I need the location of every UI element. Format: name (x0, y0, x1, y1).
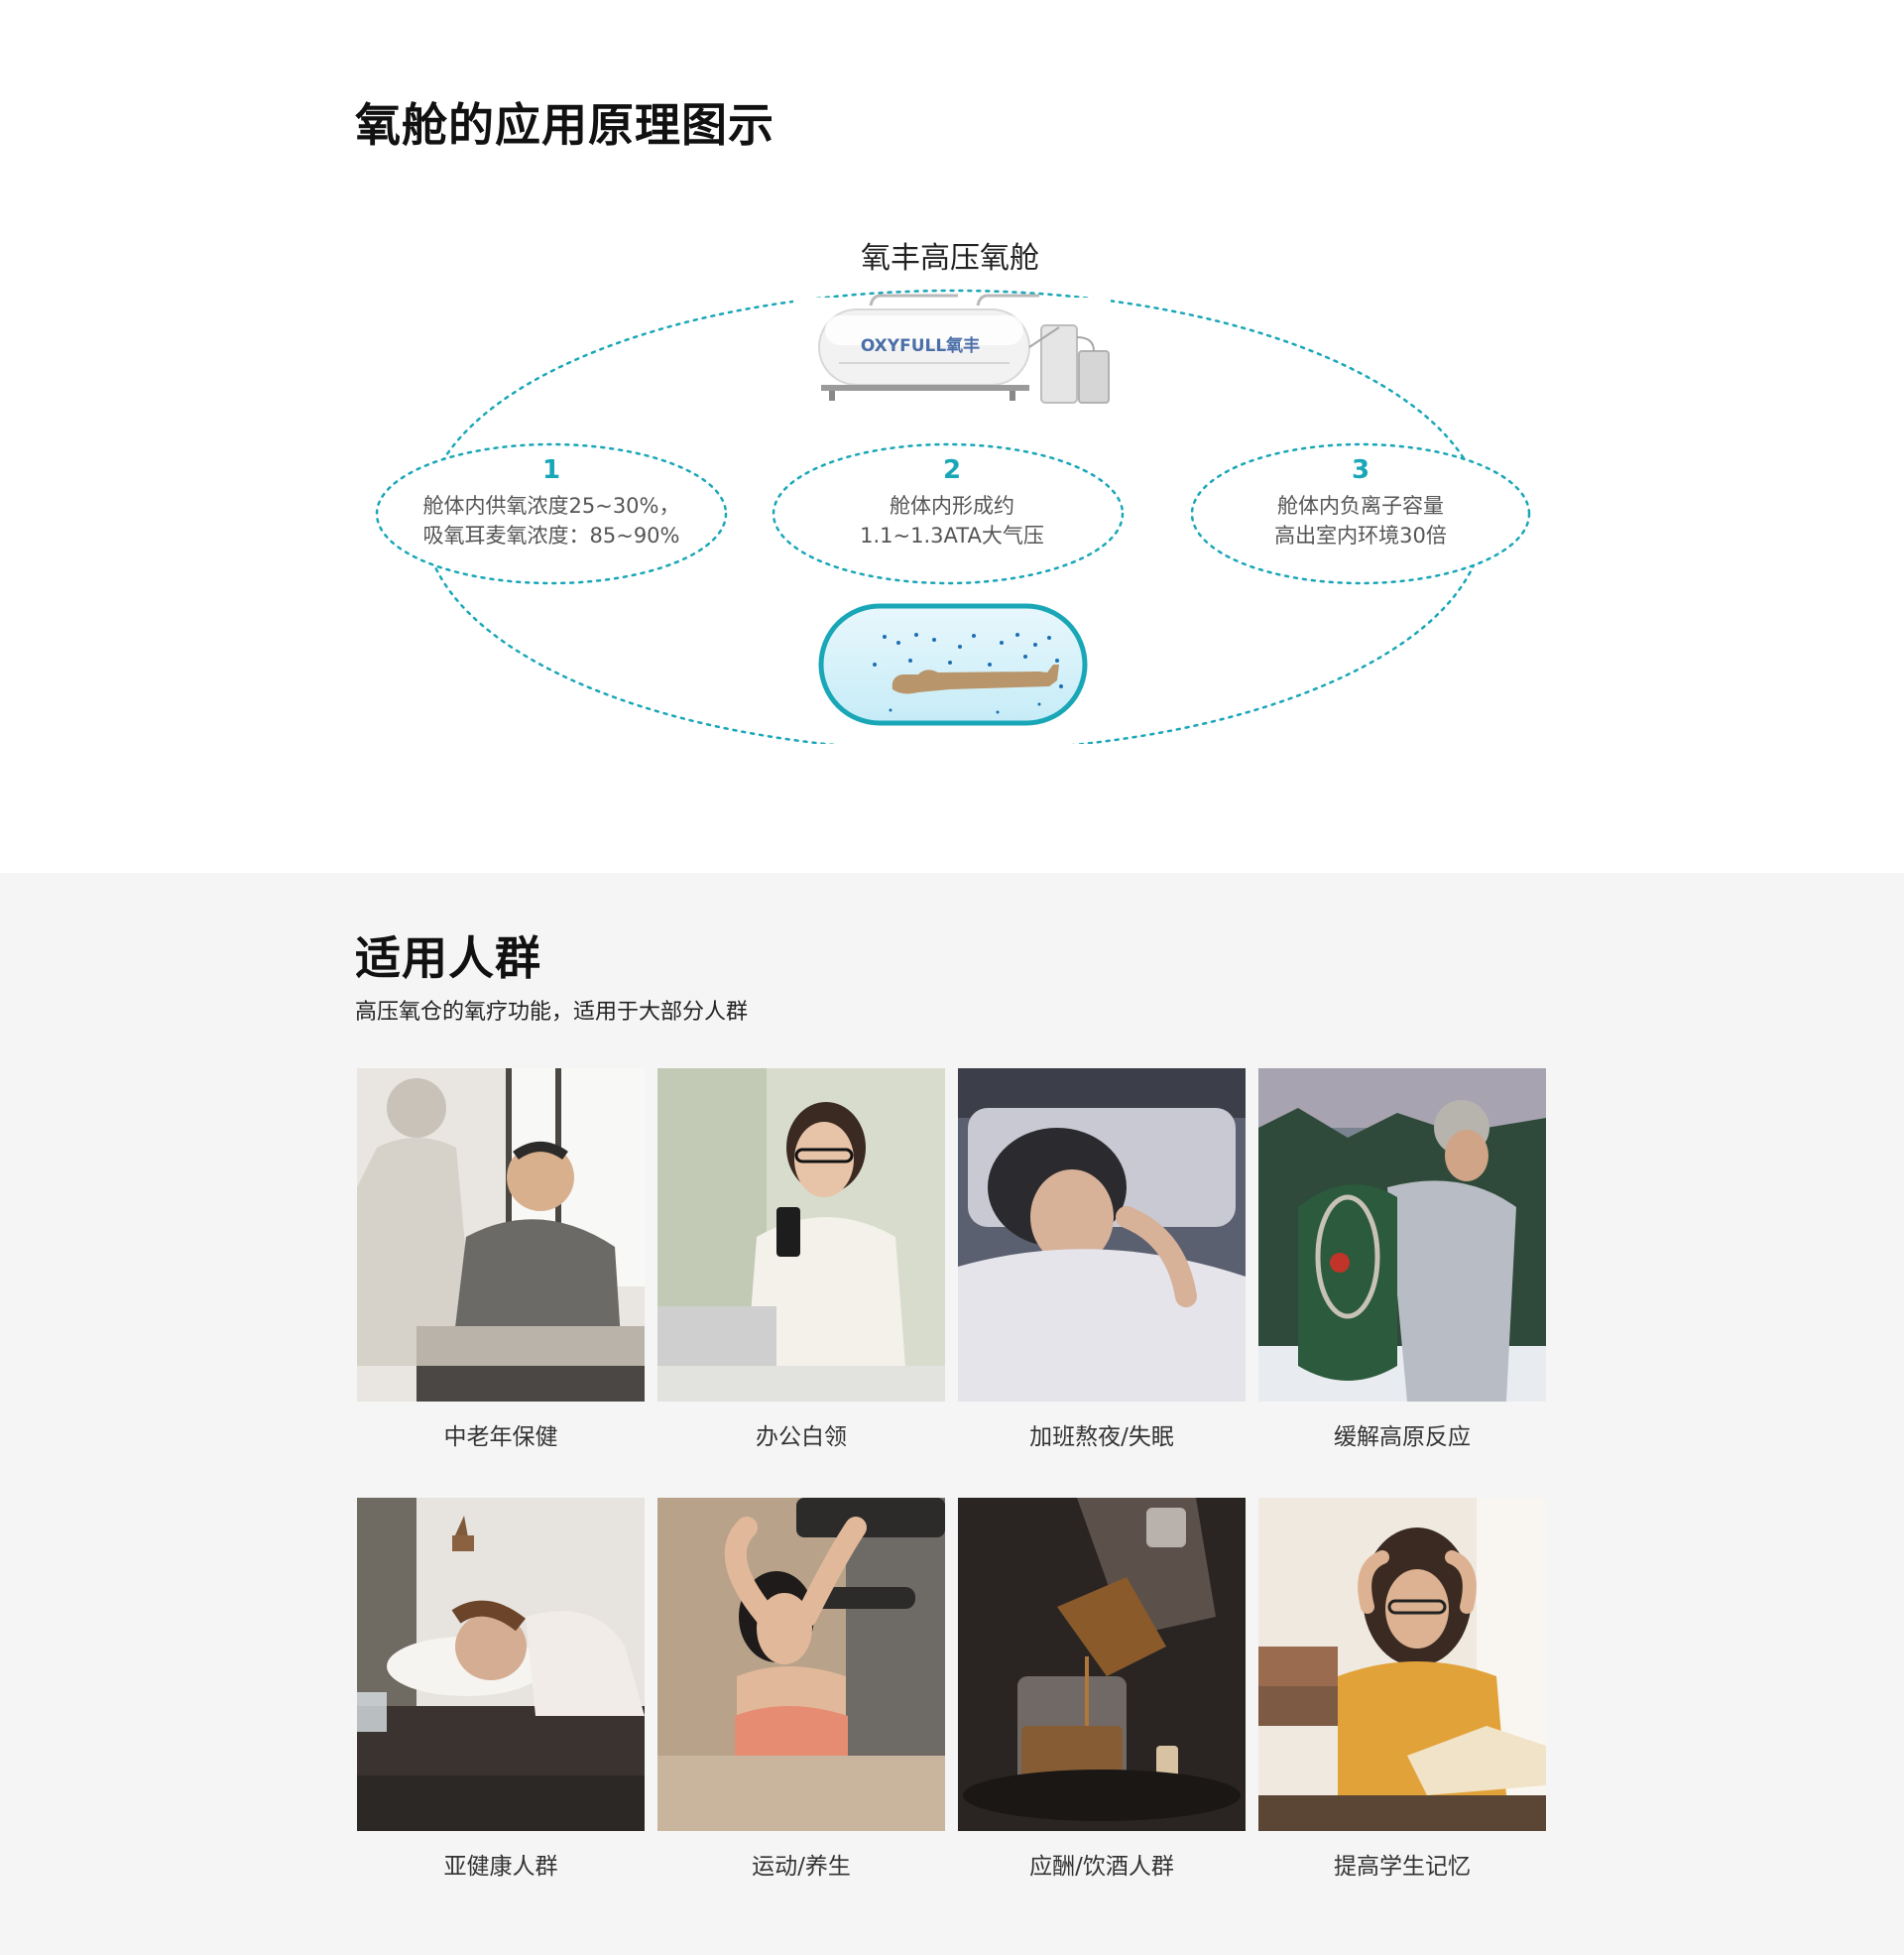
audience-grid: 中老年保健 办公白领 (357, 1068, 1548, 1882)
audience-label: 运动/养生 (752, 1854, 851, 1880)
audience-label: 应酬/饮酒人群 (1029, 1854, 1174, 1880)
audience-photo-subhealth (357, 1498, 645, 1831)
audience-photo-fitness (657, 1498, 945, 1831)
principle-diagram: 氧丰高压氧舱 OXYFULL氧丰 (355, 228, 1549, 753)
node-number-2: 2 (943, 455, 961, 485)
node-text-3b: 高出室内环境30倍 (1274, 524, 1447, 548)
audience-card[interactable]: 应酬/饮酒人群 (958, 1498, 1246, 1883)
node-text-1b: 吸氧耳麦氧浓度：85~90% (423, 524, 680, 548)
audience-subtitle: 高压氧仓的氧疗功能，适用于大部分人群 (355, 1000, 749, 1025)
audience-photo-insomnia (958, 1068, 1246, 1402)
audience-card[interactable]: 加班熬夜/失眠 (958, 1068, 1246, 1453)
capsule-icon (818, 603, 1088, 726)
node-text-1a: 舱体内供氧浓度25~30%， (423, 494, 680, 518)
audience-photo-student (1258, 1498, 1546, 1831)
audience-section (0, 873, 1904, 1955)
audience-card[interactable]: 中老年保健 (357, 1068, 645, 1453)
node-text-2a: 舱体内形成约 (890, 494, 1014, 518)
audience-label: 亚健康人群 (443, 1854, 558, 1880)
audience-label: 缓解高原反应 (1334, 1424, 1471, 1450)
audience-photo-altitude (1258, 1068, 1546, 1402)
audience-title: 适用人群 (355, 931, 541, 985)
device-brand: OXYFULL氧丰 (861, 335, 980, 356)
node-number-3: 3 (1352, 455, 1369, 485)
audience-label: 办公白领 (756, 1424, 847, 1450)
audience-card[interactable]: 提高学生记忆 (1258, 1498, 1546, 1883)
node-ellipse-3 (1190, 442, 1531, 585)
audience-card[interactable]: 缓解高原反应 (1258, 1068, 1546, 1453)
audience-card[interactable]: 亚健康人群 (357, 1498, 645, 1883)
audience-label: 中老年保健 (443, 1424, 558, 1450)
oxygen-chamber-device: OXYFULL氧丰 (818, 294, 1110, 404)
principle-title: 氧舱的应用原理图示 (355, 98, 774, 152)
audience-photo-elderly (357, 1068, 645, 1402)
principle-section: 氧舱的应用原理图示 氧丰高压氧舱 OXYFULL氧丰 (0, 0, 1904, 873)
audience-photo-drinking (958, 1498, 1246, 1831)
node-number-1: 1 (542, 455, 560, 485)
node-ellipse-2 (772, 442, 1125, 585)
node-ellipse-1 (375, 442, 728, 585)
node-text-2b: 1.1~1.3ATA大气压 (860, 524, 1044, 548)
audience-label: 加班熬夜/失眠 (1029, 1424, 1174, 1450)
device-title: 氧丰高压氧舱 (861, 241, 1039, 276)
audience-card[interactable]: 运动/养生 (657, 1498, 945, 1883)
node-text-3a: 舱体内负离子容量 (1277, 494, 1444, 518)
audience-card[interactable]: 办公白领 (657, 1068, 945, 1453)
audience-photo-office (657, 1068, 945, 1402)
audience-label: 提高学生记忆 (1334, 1854, 1471, 1880)
